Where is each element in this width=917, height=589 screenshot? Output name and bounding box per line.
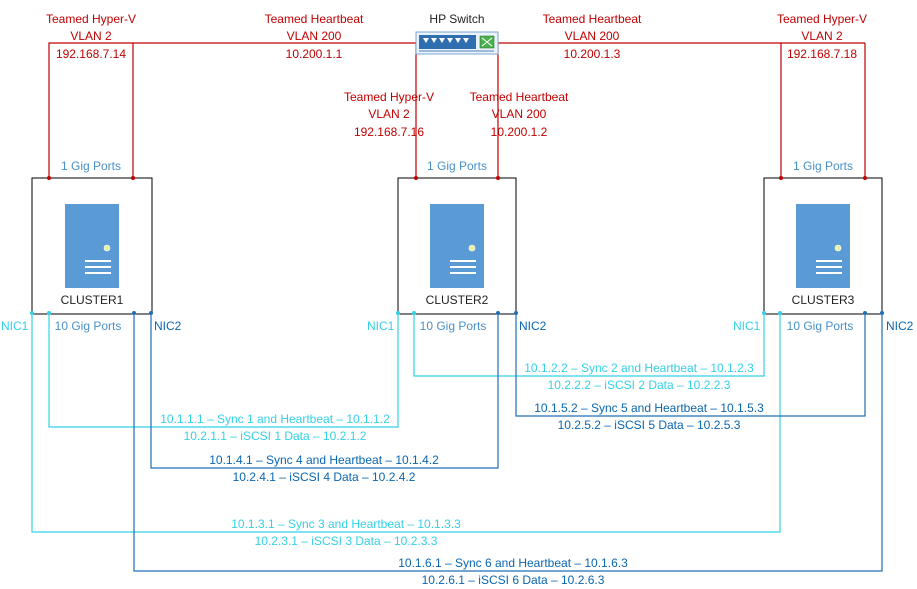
red-1g-wiring <box>48 42 866 178</box>
nic1-label: NIC1 <box>1 319 29 333</box>
server-icon <box>430 204 484 288</box>
label-line: Teamed Hyper-V <box>777 12 867 26</box>
label-line: 192.168.7.18 <box>787 47 857 61</box>
label-line: Teamed Heartbeat <box>470 90 569 104</box>
iscsi-label: 10.2.5.2 – iSCSI 5 Data – 10.2.5.3 <box>558 418 741 432</box>
label-line: Teamed Hyper-V <box>46 12 136 26</box>
switch-label: HP Switch <box>429 12 484 26</box>
label-line: VLAN 2 <box>70 29 112 43</box>
label-line: Teamed Heartbeat <box>543 12 642 26</box>
link-6-label: 10.1.6.1 – Sync 6 and Heartbeat – 10.1.6… <box>398 556 628 587</box>
label-c2-heartbeat: Teamed Heartbeat VLAN 200 10.200.1.2 <box>470 90 569 139</box>
nic1-label: NIC1 <box>733 319 761 333</box>
link-4-label: 10.1.4.1 – Sync 4 and Heartbeat – 10.1.4… <box>209 453 439 484</box>
label-line: VLAN 2 <box>368 107 410 121</box>
nic2-label: NIC2 <box>519 319 547 333</box>
label-line: 10.200.1.2 <box>491 125 548 139</box>
server-icon <box>65 204 119 288</box>
hp-switch: HP Switch <box>415 12 499 55</box>
label-line: Teamed Hyper-V <box>344 90 434 104</box>
iscsi-label: 10.2.4.1 – iSCSI 4 Data – 10.2.4.2 <box>233 470 416 484</box>
label-line: VLAN 200 <box>565 29 620 43</box>
dark-nic2-wiring <box>133 313 883 572</box>
label-line: Teamed Heartbeat <box>265 12 364 26</box>
link-1-label: 10.1.1.1 – Sync 1 and Heartbeat – 10.1.1… <box>160 412 390 443</box>
label-c3-heartbeat: Teamed Heartbeat VLAN 200 10.200.1.3 <box>543 12 642 61</box>
sync-label: 10.1.1.1 – Sync 1 and Heartbeat – 10.1.1… <box>160 412 390 426</box>
label-line: VLAN 200 <box>287 29 342 43</box>
sync-label: 10.1.4.1 – Sync 4 and Heartbeat – 10.1.4… <box>209 453 439 467</box>
ports-10g-label: 10 Gig Ports <box>787 319 854 333</box>
server-icon <box>796 204 850 288</box>
port-dots <box>30 176 884 315</box>
label-line: 192.168.7.14 <box>56 47 126 61</box>
link-3-label: 10.1.3.1 – Sync 3 and Heartbeat – 10.1.3… <box>231 517 461 548</box>
nic1-label: NIC1 <box>367 319 395 333</box>
server-name: CLUSTER3 <box>792 293 855 307</box>
cyan-nic1-wiring <box>31 313 781 533</box>
iscsi-label: 10.2.2.2 – iSCSI 2 Data – 10.2.2.3 <box>548 378 731 392</box>
sync-label: 10.1.6.1 – Sync 6 and Heartbeat – 10.1.6… <box>398 556 628 570</box>
ports-1g-label: 1 Gig Ports <box>427 159 487 173</box>
network-switch-icon <box>415 31 499 55</box>
sync-label: 10.1.2.2 – Sync 2 and Heartbeat – 10.1.2… <box>524 361 754 375</box>
label-c2-hyperv: Teamed Hyper-V VLAN 2 192.168.7.16 <box>344 90 434 139</box>
iscsi-label: 10.2.3.1 – iSCSI 3 Data – 10.2.3.3 <box>255 534 438 548</box>
sync-label: 10.1.3.1 – Sync 3 and Heartbeat – 10.1.3… <box>231 517 461 531</box>
iscsi-label: 10.2.6.1 – iSCSI 6 Data – 10.2.6.3 <box>422 573 605 587</box>
server-name: CLUSTER2 <box>426 293 489 307</box>
label-c3-hyperv: Teamed Hyper-V VLAN 2 192.168.7.18 <box>777 12 867 61</box>
label-line: 10.200.1.3 <box>564 47 621 61</box>
iscsi-label: 10.2.1.1 – iSCSI 1 Data – 10.2.1.2 <box>184 429 367 443</box>
server-name: CLUSTER1 <box>61 293 124 307</box>
label-line: 10.200.1.1 <box>286 47 343 61</box>
ports-1g-label: 1 Gig Ports <box>793 159 853 173</box>
link-2-label: 10.1.2.2 – Sync 2 and Heartbeat – 10.1.2… <box>524 361 754 392</box>
ports-10g-label: 10 Gig Ports <box>420 319 487 333</box>
sync-label: 10.1.5.2 – Sync 5 and Heartbeat – 10.1.5… <box>534 401 764 415</box>
label-c1-heartbeat: Teamed Heartbeat VLAN 200 10.200.1.1 <box>265 12 364 61</box>
server-cluster3: CLUSTER3 <box>763 177 883 315</box>
server-cluster2: CLUSTER2 <box>397 177 517 315</box>
label-c1-hyperv: Teamed Hyper-V VLAN 2 192.168.7.14 <box>46 12 136 61</box>
nic2-label: NIC2 <box>154 319 182 333</box>
nic2-label: NIC2 <box>886 319 914 333</box>
label-line: 192.168.7.16 <box>354 125 424 139</box>
ports-1g-label: 1 Gig Ports <box>61 159 121 173</box>
server-cluster1: CLUSTER1 <box>31 177 153 315</box>
label-line: VLAN 200 <box>492 107 547 121</box>
label-line: VLAN 2 <box>801 29 843 43</box>
ports-10g-label: 10 Gig Ports <box>55 319 122 333</box>
link-5-label: 10.1.5.2 – Sync 5 and Heartbeat – 10.1.5… <box>534 401 764 432</box>
